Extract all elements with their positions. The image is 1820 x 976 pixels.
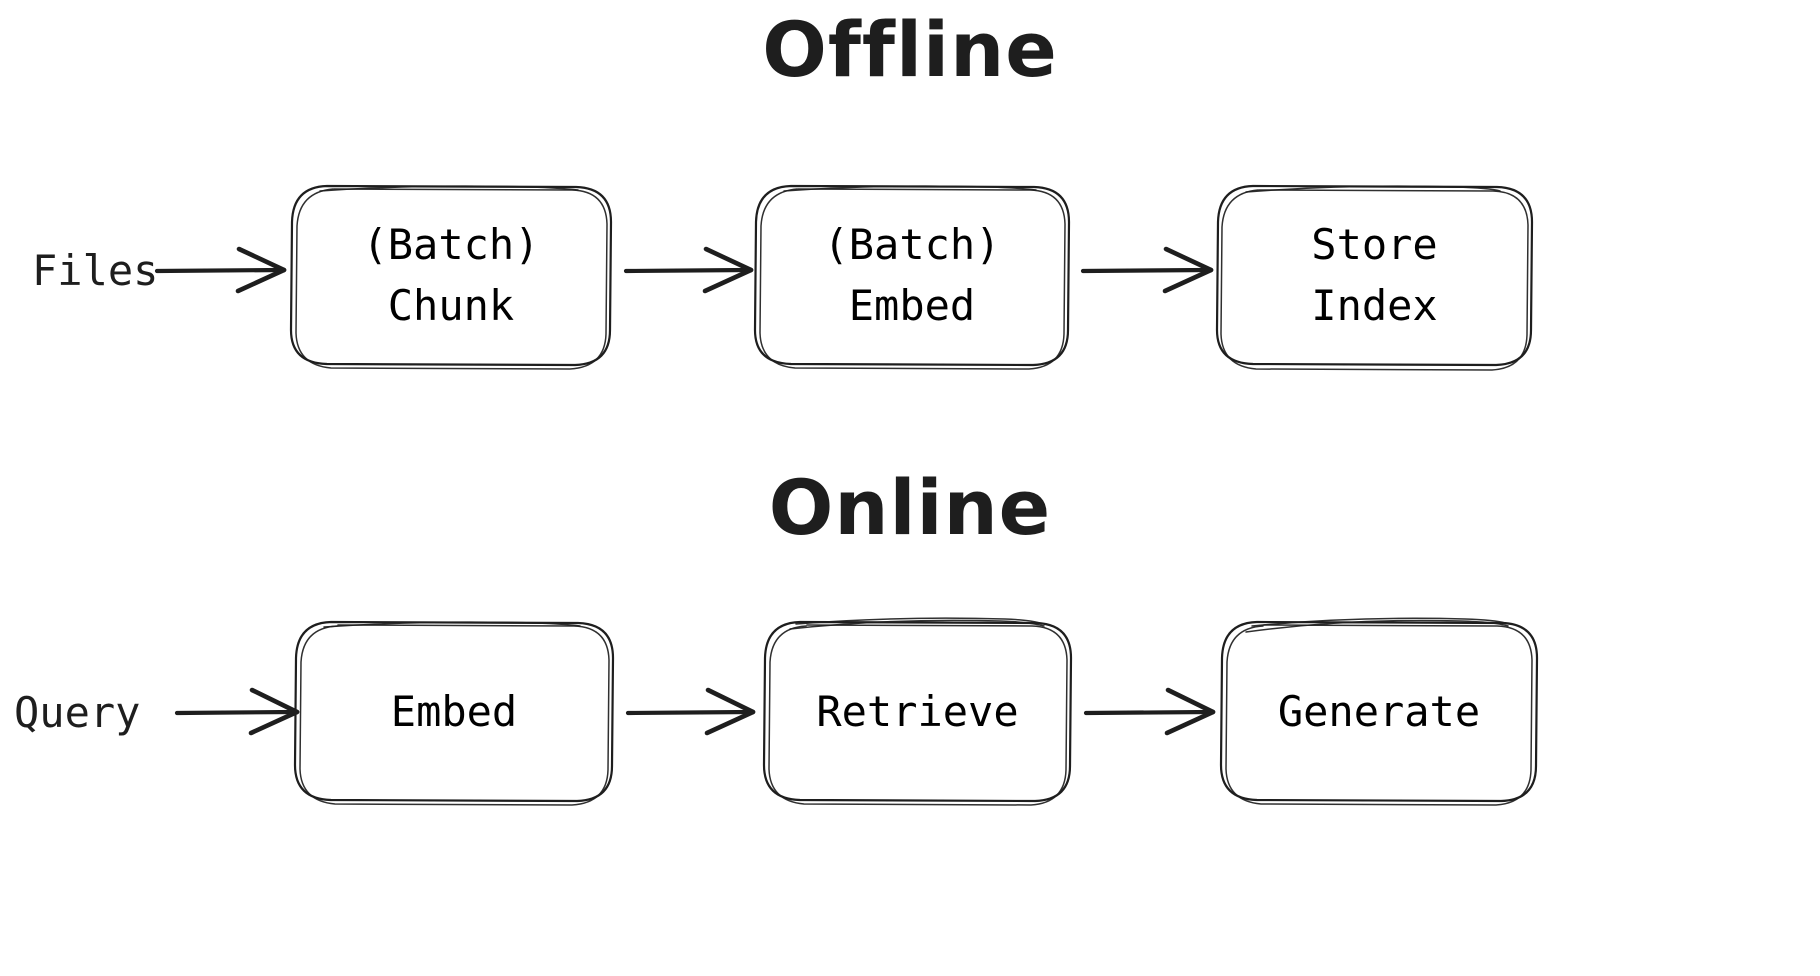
node-batch-chunk[interactable]: (Batch) Chunk <box>291 186 611 366</box>
input-label-query: Query <box>14 688 141 737</box>
node-store-index-line1: Store <box>1311 220 1438 270</box>
node-batch-embed[interactable]: (Batch) Embed <box>755 186 1069 366</box>
node-box-batch-chunk[interactable] <box>289 184 613 370</box>
node-batch-embed-label: (Batch) Embed <box>823 215 1000 337</box>
node-box-generate[interactable] <box>1219 617 1539 806</box>
arrow-files-to-chunk <box>154 246 287 294</box>
node-box-retrieve[interactable] <box>762 617 1073 806</box>
section-title-offline: Offline <box>762 5 1058 94</box>
node-store-index-label: Store Index <box>1311 215 1437 337</box>
node-batch-embed-line1: (Batch) <box>823 220 1001 270</box>
section-title-online: Online <box>768 463 1052 552</box>
node-batch-chunk-label: (Batch) Chunk <box>362 215 539 337</box>
node-retrieve-label: Retrieve <box>816 686 1019 736</box>
node-box-store-index[interactable] <box>1215 184 1534 371</box>
node-batch-embed-line2: Embed <box>848 281 976 330</box>
node-retrieve[interactable]: Retrieve <box>764 622 1071 802</box>
arrow-embed-to-store <box>1080 246 1214 294</box>
arrow-retrieve-to-generate <box>1083 687 1216 736</box>
arrow-query-to-embed <box>174 687 300 736</box>
node-store-index-line2: Index <box>1311 281 1438 330</box>
node-store-index[interactable]: Store Index <box>1217 186 1532 366</box>
node-box-embed[interactable] <box>293 620 615 806</box>
node-generate[interactable]: Generate <box>1221 622 1537 802</box>
node-batch-chunk-line2: Chunk <box>387 281 515 330</box>
node-box-batch-embed[interactable] <box>753 184 1071 370</box>
arrow-embed-to-retrieve <box>625 687 756 736</box>
node-embed[interactable]: Embed <box>295 622 613 802</box>
arrow-chunk-to-embed <box>623 246 754 294</box>
node-embed-label: Embed <box>390 686 518 736</box>
input-label-files: Files <box>32 246 159 295</box>
node-batch-chunk-line1: (Batch) <box>362 220 540 270</box>
node-generate-label: Generate <box>1277 686 1481 736</box>
